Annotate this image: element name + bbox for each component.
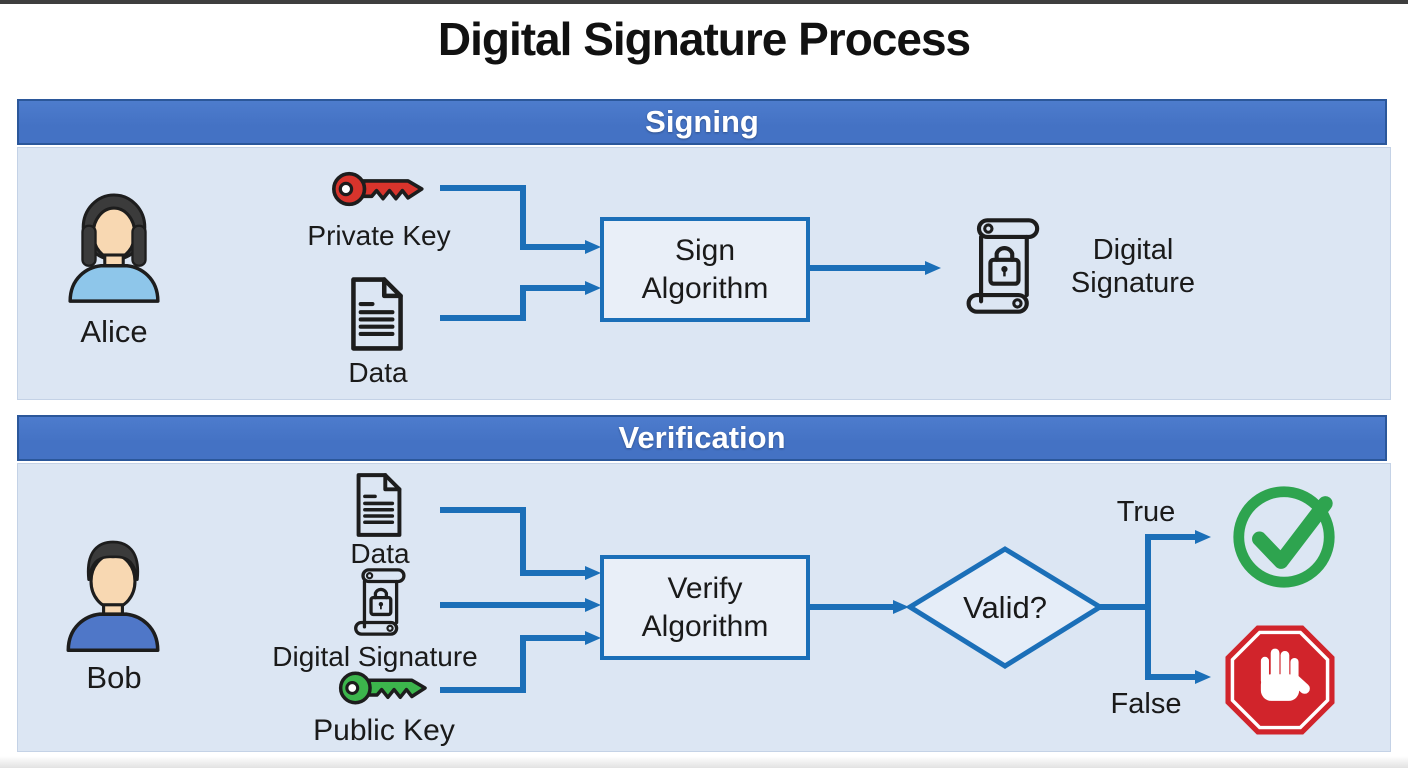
verification-data-label: Data bbox=[350, 538, 410, 569]
bob-avatar bbox=[66, 540, 160, 653]
false-branch-label: False bbox=[1110, 688, 1182, 720]
bob-label: Bob bbox=[86, 660, 142, 695]
verification-header-label: Verification bbox=[618, 420, 786, 455]
private-key-icon bbox=[332, 171, 424, 207]
private-key-label: Private Key bbox=[307, 220, 451, 251]
signing-output-label: Digital Signature bbox=[1070, 234, 1196, 300]
sign-algorithm-box: Sign Algorithm bbox=[600, 217, 810, 322]
signing-data-label: Data bbox=[348, 357, 408, 388]
verification-panel-header: Verification bbox=[17, 415, 1387, 461]
decision-label: Valid? bbox=[963, 590, 1047, 625]
public-key-label: Public Key bbox=[313, 714, 455, 747]
stop-hand-glyph bbox=[1260, 648, 1310, 701]
signing-header-label: Signing bbox=[645, 104, 759, 139]
digital-signature-scroll-icon bbox=[966, 218, 1040, 314]
stop-failure-icon bbox=[1225, 625, 1335, 735]
alice-label: Alice bbox=[80, 314, 148, 349]
true-branch-label: True bbox=[1116, 496, 1176, 528]
verification-signature-scroll-icon bbox=[354, 568, 406, 636]
page-title: Digital Signature Process bbox=[437, 13, 971, 65]
verify-algorithm-box: Verify Algorithm bbox=[600, 555, 810, 660]
signing-panel-header: Signing bbox=[17, 99, 1387, 145]
signing-data-document-icon bbox=[351, 277, 403, 351]
check-success-icon bbox=[1233, 486, 1335, 588]
verification-data-document-icon bbox=[356, 473, 402, 537]
top-edge-strip bbox=[0, 0, 1408, 4]
alice-avatar bbox=[68, 193, 160, 303]
public-key-icon bbox=[338, 671, 427, 705]
bottom-edge-strip bbox=[0, 756, 1408, 768]
